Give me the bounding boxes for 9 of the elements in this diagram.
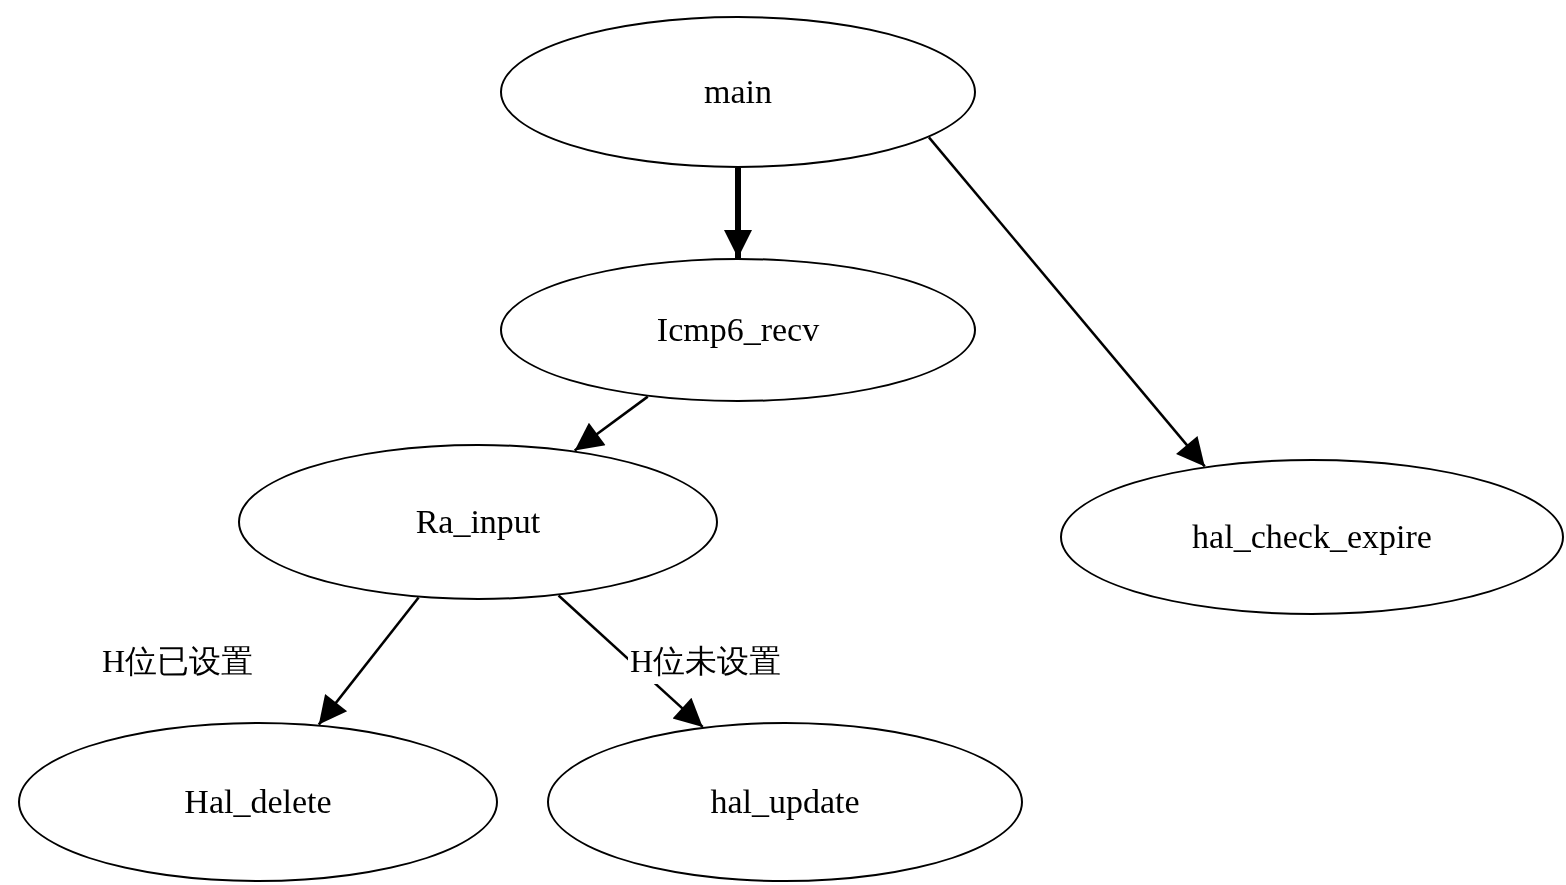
function-ellipse: Ra_input (238, 444, 718, 600)
arrow (724, 168, 752, 258)
function-ellipse: hal_update (547, 722, 1023, 882)
function-ellipse: Hal_delete (18, 722, 498, 882)
function-ellipse: hal_check_expire (1060, 459, 1564, 615)
arrow (928, 136, 1206, 468)
function-ellipse: Icmp6_recv (500, 258, 976, 402)
arrow (573, 395, 649, 452)
function-ellipse: main (500, 16, 976, 168)
